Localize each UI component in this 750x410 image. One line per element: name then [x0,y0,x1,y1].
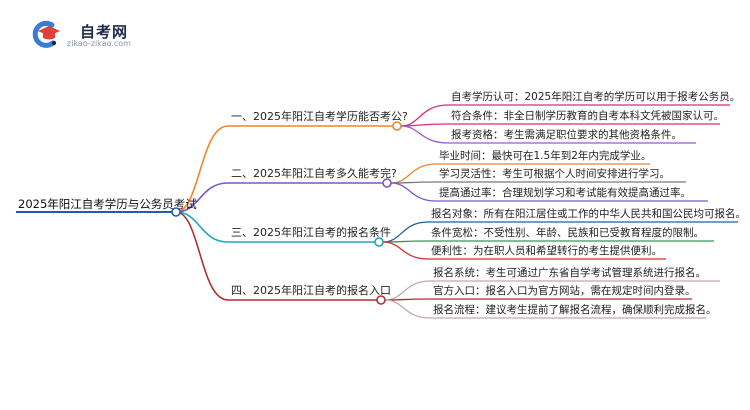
leaf-topic-3-1[interactable]: 报名对象：所有在阳江居住或工作的中华人民共和国公民均可报名。 [431,208,746,220]
site-logo[interactable]: 自考网 zikao-zikao.com [30,19,140,49]
leaf-topic-4-3[interactable]: 报名流程：建议考生提前了解报名流程，确保顺利完成报名。 [433,304,717,316]
branch-topic-3[interactable]: 三、2025年阳江自考的报名条件 [231,226,391,239]
branch-node-circle-4[interactable] [376,295,386,305]
branch-node-circle-2[interactable] [382,178,392,188]
leaf-topic-2-2[interactable]: 学习灵活性：考生可根据个人时间安排进行学习。 [439,168,670,180]
leaf-topic-3-2[interactable]: 条件宽松：不受性别、年龄、民族和已受教育程度的限制。 [431,227,704,239]
branch-node-circle-3[interactable] [374,237,384,247]
leaf-connector-1-3 [400,125,449,144]
leaf-topic-4-2[interactable]: 官方入口：报名入口为官方网站，需在规定时间内登录。 [433,285,696,297]
root-node-circle[interactable] [171,207,181,217]
graduation-cap-c-icon [32,20,60,48]
leaf-topic-3-3[interactable]: 便利性：为在职人员和希望转行的考生提供便利。 [431,245,662,257]
leaf-connector-4-3 [384,299,431,319]
leaf-connector-2-3 [390,182,437,202]
brand-name: 自考网 [80,23,129,41]
branch-connector-4 [175,211,229,301]
branch-connector-2 [175,182,229,213]
leaf-connector-1-1 [400,104,449,127]
branch-topic-2[interactable]: 二、2025年阳江自考多久能考完? [231,167,397,180]
branch-connector-1 [175,125,229,213]
leaf-topic-1-1[interactable]: 自考学历认可：2025年阳江自考的学历可以用于报考公务员。 [451,91,741,103]
branch-connector-3 [175,211,229,243]
brand-url: zikao-zikao.com [67,39,131,48]
root-topic[interactable]: 2025年阳江自考学历与公务员考试 [18,197,197,211]
branch-topic-1[interactable]: 一、2025年阳江自考学历能否考公? [231,110,408,123]
leaf-topic-1-2[interactable]: 符合条件：非全日制学历教育的自考本科文凭被国家认可。 [451,110,724,122]
leaf-topic-1-3[interactable]: 报考资格：考生需满足职位要求的其他资格条件。 [451,129,682,141]
branch-topic-4[interactable]: 四、2025年阳江自考的报名入口 [231,284,391,297]
leaf-topic-2-3[interactable]: 提高通过率：合理规划学习和考试能有效提高通过率。 [439,187,691,199]
leaf-topic-2-1[interactable]: 毕业时间：最快可在1.5年到2年内完成学业。 [439,150,652,162]
branch-node-circle-1[interactable] [392,121,402,131]
leaf-connector-2-1 [390,163,437,184]
leaf-connector-4-1 [384,280,431,301]
leaf-topic-4-1[interactable]: 报名系统：考生可通过广东省自学考试管理系统进行报名。 [433,267,706,279]
leaf-connector-3-3 [382,241,429,260]
